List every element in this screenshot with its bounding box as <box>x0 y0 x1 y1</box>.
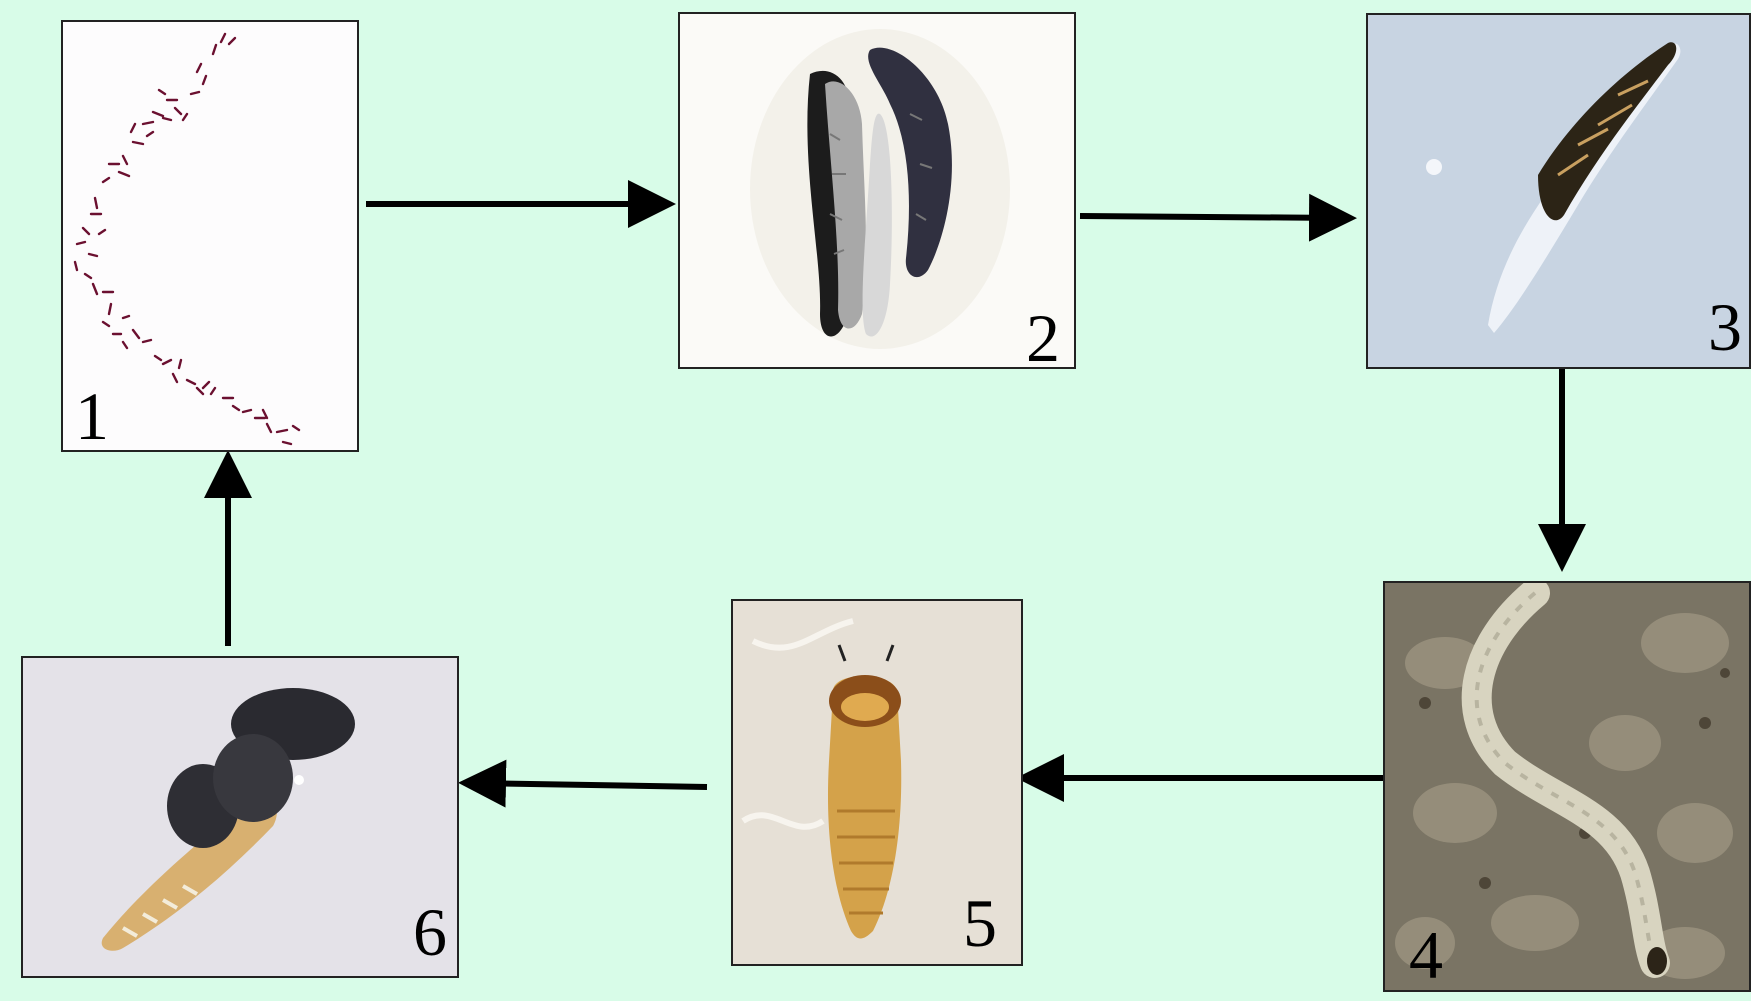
stage-number: 6 <box>413 898 447 966</box>
stage-5-pupa-image: 5 <box>731 599 1023 966</box>
stage-number: 4 <box>1409 921 1443 989</box>
stage-3-hatching-larva-image: 3 <box>1366 13 1751 369</box>
stage-number: 2 <box>1026 304 1060 369</box>
hatching-larva-drawing <box>1368 15 1751 369</box>
eggs-drawing <box>680 14 1076 369</box>
stage-number: 3 <box>1708 293 1742 361</box>
stage-number: 5 <box>963 889 997 957</box>
stage-6-adult-emerging-image: 6 <box>21 656 459 978</box>
stage-4-larva-image: 4 <box>1383 581 1751 992</box>
stage-number: 1 <box>75 382 109 450</box>
adult-emerging-drawing <box>23 658 459 978</box>
stage-2-eggs-image: 2 <box>678 12 1076 369</box>
arrow-5-to-6 <box>470 783 707 787</box>
stage-1-egg-chain-image: 1 <box>61 20 359 452</box>
arrow-2-to-3 <box>1080 216 1345 218</box>
